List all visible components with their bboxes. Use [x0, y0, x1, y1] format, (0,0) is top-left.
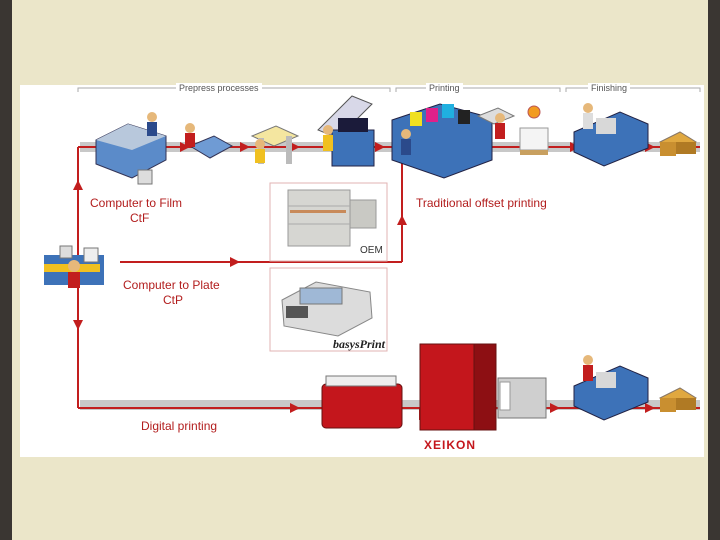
digital-label: Digital printing	[141, 419, 217, 433]
basysprint-logo: basysPrint	[333, 337, 385, 352]
section-prepress: Prepress processes	[176, 83, 262, 93]
finishing-line-top	[574, 103, 696, 166]
section-finishing: Finishing	[588, 83, 630, 93]
plate-exposure-unit	[318, 96, 374, 166]
xeikon-feeder	[322, 376, 402, 428]
ctf-label: Computer to Film	[90, 196, 182, 210]
light-table	[252, 126, 298, 164]
section-printing: Printing	[426, 83, 463, 93]
xeikon-logo: XEIKON	[424, 438, 476, 452]
workstation	[44, 246, 104, 288]
ctp-abbrev: CtP	[163, 293, 183, 307]
xeikon-press	[420, 344, 546, 430]
prepress-operator-1	[147, 112, 157, 136]
layout-table	[185, 123, 232, 158]
ctp-label: Computer to Plate	[123, 278, 220, 292]
ctf-abbrev: CtF	[130, 211, 149, 225]
offset-press	[392, 104, 492, 178]
oem-logo: OEM	[360, 245, 383, 256]
finishing-line-bottom	[574, 355, 696, 420]
offset-label: Traditional offset printing	[416, 196, 547, 210]
